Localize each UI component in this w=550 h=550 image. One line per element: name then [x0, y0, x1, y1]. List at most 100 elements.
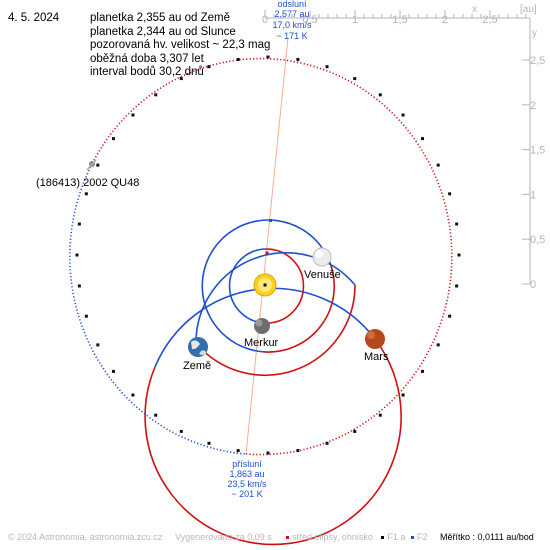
info-line-sun-distance: planetka 2,344 au od Slunce	[90, 25, 236, 38]
orbit-point	[75, 253, 79, 257]
venus-label: Venuše	[304, 269, 341, 281]
asteroid	[86, 159, 97, 171]
y-ticks: 2,5 2 1,5 1 0,5 0	[522, 55, 545, 291]
y-tick-label: 0	[530, 279, 536, 291]
orbit-point	[179, 77, 183, 81]
venus	[312, 247, 332, 267]
legend-a: a	[400, 532, 406, 542]
orbit-points	[75, 55, 461, 455]
x-tick-label: 0,5	[302, 14, 317, 26]
orbit-point	[353, 77, 357, 81]
perihelion-temperature: ~ 201 K	[231, 489, 262, 499]
unit-label: [au]	[520, 4, 537, 15]
focus-marker	[269, 219, 272, 222]
center-marker-icon	[286, 536, 289, 540]
earth-label: Země	[183, 360, 211, 372]
orbit-point	[84, 192, 88, 196]
aphelion-temperature: ~ 171 K	[276, 31, 307, 41]
apsis-line	[245, 37, 289, 455]
mars-orbit-after	[144, 338, 402, 546]
legend-f1: F1	[387, 532, 398, 542]
mercury-orbit-before	[228, 248, 267, 324]
x-axis-label: x	[472, 4, 477, 15]
aphelion-title: odsluní	[277, 0, 307, 9]
orbit-point	[179, 429, 183, 433]
asteroid-orbit-after	[91, 57, 453, 456]
x-tick-label: 1,5	[392, 14, 407, 26]
orbit-point	[455, 284, 459, 288]
footer-legend: střed elipsy, ohnisko F1 a F2	[286, 532, 427, 542]
perihelion-distance: 1,863 au	[229, 469, 264, 479]
aphelion-speed: 17,0 km/s	[272, 20, 312, 30]
orbit-point	[448, 192, 452, 196]
info-line-period: oběžná doba 3,307 let	[90, 52, 204, 65]
y-tick-label: 2	[530, 100, 536, 112]
info-line-interval: interval bodů 30,2 dnů	[90, 66, 204, 79]
footer-generated: Vygenerováno za 0,09 s	[175, 532, 272, 542]
orbit-point	[378, 93, 382, 97]
orbit-point	[77, 222, 81, 226]
y-tick-label: 1,5	[530, 145, 545, 157]
orbit-point	[457, 253, 461, 257]
orbit-point	[436, 343, 440, 347]
mars-label: Mars	[364, 351, 389, 363]
orbit-point	[77, 284, 81, 288]
footer-scale: Měřítko : 0,0111 au/bod	[440, 532, 534, 542]
orbit-point	[131, 393, 135, 397]
orbit-point	[236, 57, 240, 61]
earth	[188, 337, 208, 357]
orbit-point	[96, 163, 100, 167]
perihelion-annotation: přísluní 1,863 au 23,5 km/s ~ 201 K	[227, 459, 267, 499]
mars	[365, 329, 385, 349]
orbit-point	[325, 65, 329, 69]
perihelion-speed: 23,5 km/s	[227, 479, 267, 489]
legend-center-focus: střed elipsy, ohnisko	[292, 532, 373, 542]
orbit-point	[131, 113, 135, 117]
legend-f2: F2	[416, 532, 428, 542]
orbit-point	[436, 163, 440, 167]
date-label: 4. 5. 2024	[8, 12, 60, 24]
asteroid-orbit-before	[69, 163, 247, 455]
mercury	[254, 318, 270, 334]
orbit-point	[154, 413, 158, 417]
info-line-earth-distance: planetka 2,355 au od Země	[90, 12, 231, 24]
x-tick-label: 0	[262, 14, 268, 26]
venus-orbit-after	[264, 263, 336, 353]
x-tick-label: 2	[442, 14, 448, 26]
orbit-point	[401, 113, 405, 117]
x-tick-label: 1	[352, 14, 358, 26]
orbit-point	[111, 369, 115, 373]
x-ticks: 0 0,5 1 1,5 2 2,5	[262, 10, 527, 26]
venus-orbit-before	[201, 219, 332, 353]
y-tick-label: 1	[530, 189, 536, 201]
orbit-point	[378, 413, 382, 417]
orbit-point	[84, 314, 88, 318]
orbit-point	[401, 393, 405, 397]
y-tick-label: 2,5	[530, 55, 545, 67]
orbit-point	[421, 369, 425, 373]
orbit-point	[96, 343, 100, 347]
x-tick-label: 2,5	[482, 14, 497, 26]
orbit-point	[296, 449, 300, 453]
sun	[253, 273, 277, 297]
y-axis-label: y	[532, 28, 537, 39]
axes: 0 0,5 1 1,5 2 2,5 2,5 2 1,5 1 0,5 0 x y [au]	[262, 4, 545, 291]
orbit-point	[111, 137, 115, 141]
info-line-magnitude: pozorovaná hv. velikost ~ 22,3 mag	[90, 39, 271, 52]
aphelion-annotation: odsluní 2,577 au 17,0 km/s ~ 171 K	[272, 0, 312, 41]
aphelion-distance: 2,577 au	[274, 9, 309, 19]
y-tick-label: 0,5	[530, 234, 545, 246]
perihelion-title: přísluní	[232, 459, 262, 469]
orbit-point	[421, 137, 425, 141]
info-panel: planetka 2,355 au od Země planetka 2,344…	[90, 12, 270, 80]
orbit-point	[448, 314, 452, 318]
orbit-point	[207, 65, 211, 69]
orbit-point	[266, 55, 270, 59]
orbit-point	[455, 222, 459, 226]
mercury-label: Merkur	[244, 337, 279, 349]
orbit-point	[325, 441, 329, 445]
orbit-point	[353, 429, 357, 433]
asteroid-label: (186413) 2002 QU48	[36, 177, 139, 189]
orbit-point	[154, 93, 158, 97]
